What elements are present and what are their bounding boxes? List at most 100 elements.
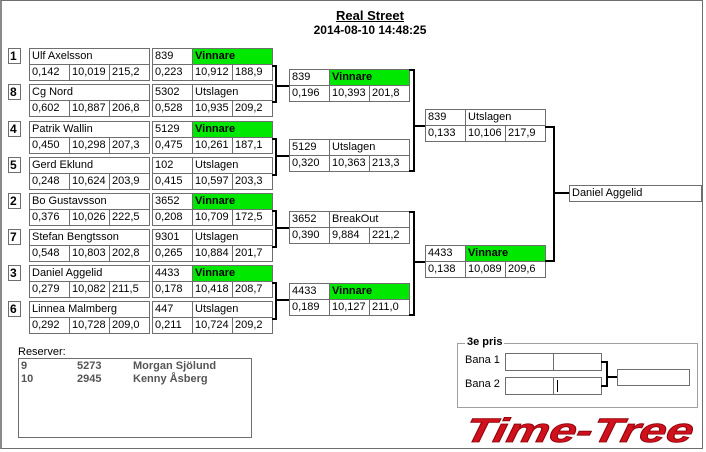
status-label: Vinnare (192, 193, 273, 210)
connector-line (272, 174, 277, 176)
seed-number: 5 (8, 157, 21, 173)
status-label: Utslagen (192, 301, 273, 318)
reaction-time: 0,265 (152, 245, 193, 262)
status-label: Vinnare (329, 283, 410, 300)
speed: 215,2 (109, 64, 150, 81)
reaction-time: 0,133 (425, 125, 466, 142)
car-id: 839 (152, 48, 193, 65)
reaction-time: 0,196 (289, 85, 330, 102)
seed-number: 4 (8, 121, 21, 137)
elapsed-time: 10,019 (69, 64, 110, 81)
lane2-divider (553, 378, 554, 394)
reaction-time: 0,450 (29, 137, 70, 154)
reaction-time: 0,211 (152, 317, 193, 334)
connector-line (272, 246, 277, 248)
status-label: Vinnare (465, 245, 546, 262)
reaction-time: 0,189 (289, 299, 330, 316)
reaction-time: 0,138 (425, 261, 466, 278)
car-id: 839 (289, 69, 330, 86)
speed: 201,8 (369, 85, 410, 102)
reserves-list[interactable]: 9 5273 Morgan Sjölund 10 2945 Kenny Åsbe… (18, 358, 252, 438)
car-id: 102 (152, 157, 193, 174)
elapsed-time: 10,298 (69, 137, 110, 154)
car-id: 5302 (152, 84, 193, 101)
reaction-time: 0,178 (152, 281, 193, 298)
elapsed-time: 10,709 (192, 209, 233, 226)
text-caret (557, 380, 558, 392)
speed: 213,3 (369, 155, 410, 172)
speed: 217,9 (505, 125, 546, 142)
connector-line (275, 282, 277, 320)
driver-name: Cg Nord (29, 84, 150, 101)
reaction-time: 0,320 (289, 155, 330, 172)
car-id: 4433 (289, 283, 330, 300)
reaction-time: 0,390 (289, 227, 330, 244)
lane1-input[interactable] (505, 353, 602, 371)
seed-number: 8 (8, 84, 21, 100)
connector-line (606, 361, 608, 387)
lane2-label: Bana 2 (465, 378, 500, 390)
connector-line (272, 101, 277, 103)
elapsed-time: 10,724 (192, 317, 233, 334)
elapsed-time: 10,026 (69, 209, 110, 226)
elapsed-time: 10,887 (69, 100, 110, 117)
connector-line (409, 170, 415, 172)
reaction-time: 0,292 (29, 317, 70, 334)
status-label: Utslagen (192, 229, 273, 246)
connector-line (275, 227, 289, 229)
connector-line (601, 385, 608, 387)
speed: 209,0 (109, 317, 150, 334)
car-id: 3652 (289, 211, 330, 228)
elapsed-time: 10,912 (192, 64, 233, 81)
seed-number: 1 (8, 48, 21, 64)
elapsed-time: 10,106 (465, 125, 506, 142)
elapsed-time: 10,393 (329, 85, 370, 102)
speed: 211,5 (109, 281, 150, 298)
car-id: 4433 (152, 265, 193, 282)
connector-line (545, 260, 555, 262)
lane1-label: Bana 1 (465, 354, 500, 366)
third-place-result[interactable] (617, 369, 690, 386)
connector-line (409, 314, 415, 316)
final-winner-box[interactable]: Daniel Aggelid (569, 185, 702, 202)
status-label: Utslagen (192, 84, 273, 101)
speed: 188,9 (232, 64, 273, 81)
speed: 222,5 (109, 209, 150, 226)
speed: 209,2 (232, 317, 273, 334)
connector-line (413, 125, 425, 127)
speed: 209,2 (232, 100, 273, 117)
lane2-input[interactable] (505, 377, 602, 395)
speed: 203,3 (232, 173, 273, 190)
reaction-time: 0,602 (29, 100, 70, 117)
connector-line (413, 69, 415, 172)
elapsed-time: 10,261 (192, 137, 233, 154)
speed: 209,6 (505, 261, 546, 278)
seed-number: 2 (8, 193, 21, 209)
seed-number: 3 (8, 265, 21, 281)
elapsed-time: 10,624 (69, 173, 110, 190)
driver-name: Gerd Eklund (29, 157, 150, 174)
elapsed-time: 10,089 (465, 261, 506, 278)
